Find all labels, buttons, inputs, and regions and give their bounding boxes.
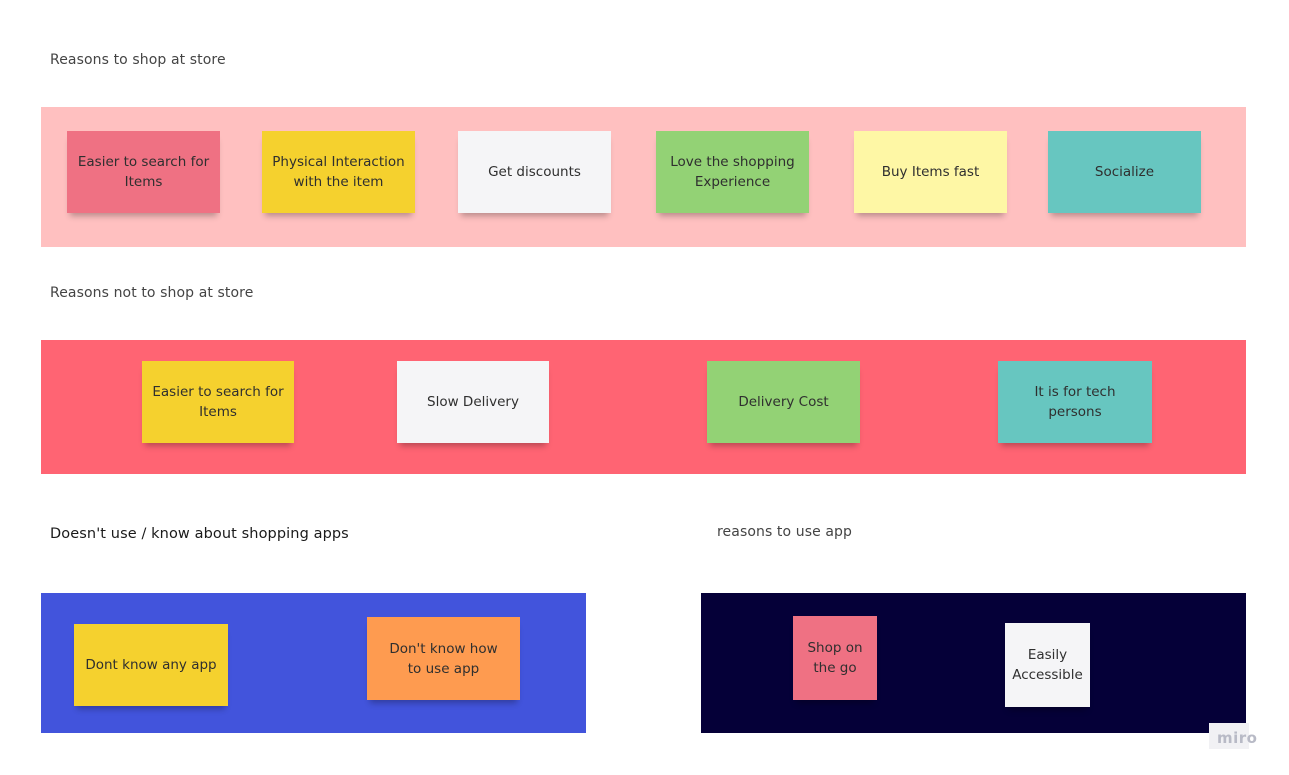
sticky-note[interactable]: Shop on the go	[793, 616, 877, 700]
sticky-note[interactable]: Easier to search for Items	[67, 131, 220, 213]
sticky-note-text: Buy Items fast	[881, 164, 980, 180]
section-heading-reasons-not-to-shop: Reasons not to shop at store	[50, 285, 254, 301]
section-heading-reasons-to-shop: Reasons to shop at store	[50, 52, 226, 68]
sticky-note[interactable]: Socialize	[1048, 131, 1201, 213]
sticky-note[interactable]: Easily Accessible	[1005, 623, 1090, 707]
frame-reasons-to-use-app[interactable]	[701, 593, 1246, 733]
section-heading-doesnt-use-apps: Doesn't use / know about shopping apps	[50, 526, 349, 542]
sticky-note-text: Dont know any app	[85, 657, 217, 673]
sticky-note[interactable]: It is for tech persons	[998, 361, 1152, 443]
sticky-note[interactable]: Don't know how to use app	[367, 617, 520, 700]
miro-watermark-logo: miro	[1209, 723, 1257, 749]
sticky-note[interactable]: Love the shopping Experience	[656, 131, 809, 213]
sticky-note-text: Delivery Cost	[738, 394, 829, 410]
sticky-note-text: Physical Interaction with the item	[272, 154, 405, 190]
sticky-note[interactable]: Dont know any app	[74, 624, 228, 706]
sticky-note-text: It is for tech persons	[1034, 384, 1116, 420]
sticky-note-text: Easily Accessible	[1012, 647, 1083, 683]
sticky-note-text: Socialize	[1094, 164, 1155, 180]
sticky-note[interactable]: Physical Interaction with the item	[262, 131, 415, 213]
section-heading-reasons-to-use-app: reasons to use app	[717, 524, 853, 540]
sticky-note-text: Get discounts	[488, 164, 581, 180]
sticky-note[interactable]: Buy Items fast	[854, 131, 1007, 213]
sticky-note-text: Shop on the go	[807, 640, 863, 676]
sticky-note[interactable]: Easier to search for Items	[142, 361, 294, 443]
sticky-note[interactable]: Delivery Cost	[707, 361, 860, 443]
sticky-note-text: Easier to search for Items	[77, 154, 210, 190]
miro-watermark-text: miro	[1217, 729, 1258, 747]
sticky-note-text: Slow Delivery	[427, 394, 519, 410]
frame-reasons-to-shop[interactable]	[41, 107, 1246, 247]
sticky-note[interactable]: Get discounts	[458, 131, 611, 213]
sticky-note-text: Easier to search for Items	[152, 384, 284, 420]
sticky-note-text: Don't know how to use app	[389, 640, 498, 677]
sticky-note[interactable]: Slow Delivery	[397, 361, 549, 443]
sticky-note-text: Love the shopping Experience	[670, 154, 795, 190]
